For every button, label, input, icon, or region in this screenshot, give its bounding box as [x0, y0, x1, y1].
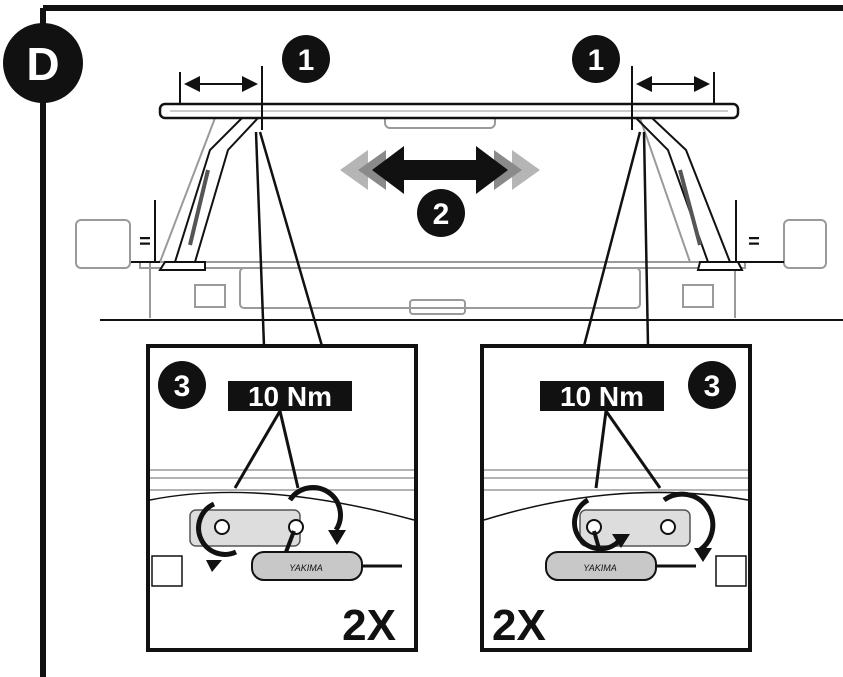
step-frame: [40, 5, 843, 677]
brand-label-left: YAKIMA: [289, 563, 323, 573]
torque-label-left: 10 Nm: [248, 381, 332, 412]
right-equal-spacing: =: [730, 200, 784, 263]
callout-3-right: 3: [704, 370, 721, 403]
zoom-leaders: [254, 131, 650, 347]
detail-panel-right: YAKIMA 10 Nm 3 2X: [480, 344, 752, 652]
callout-2: 2: [417, 189, 465, 237]
step-badge: D: [3, 23, 83, 103]
crossbar: [158, 102, 740, 120]
right-overhang-dimension: [631, 66, 715, 130]
svg-text:2: 2: [433, 198, 450, 231]
right-tower: [635, 117, 744, 271]
callout-3-left: 3: [174, 370, 191, 403]
torque-wrench-left: YAKIMA: [251, 530, 402, 581]
right-mirror: [783, 219, 827, 269]
detail-panel-left: YAKIMA 10 Nm 3 2X: [146, 344, 418, 652]
equal-sign-left: =: [139, 231, 151, 253]
left-mirror: [75, 219, 131, 269]
left-tower: [158, 117, 259, 271]
tailgate: [239, 267, 641, 309]
callout-1-right: 1: [572, 35, 620, 83]
callout-1-left: 1: [282, 35, 330, 83]
rear-window: [158, 106, 692, 263]
svg-text:1: 1: [298, 44, 315, 77]
step-letter: D: [26, 38, 59, 90]
left-overhang-dimension: [179, 66, 263, 130]
torque-label-right: 10 Nm: [560, 381, 644, 412]
repeat-count-right: 2X: [492, 601, 546, 650]
repeat-count-left: 2X: [342, 601, 396, 650]
brand-label-right: YAKIMA: [583, 563, 617, 573]
svg-text:1: 1: [588, 44, 605, 77]
torque-wrench-right: YAKIMA: [545, 530, 696, 581]
left-equal-spacing: =: [131, 200, 160, 263]
slide-arrow: [340, 146, 540, 194]
equal-sign-right: =: [748, 231, 760, 253]
